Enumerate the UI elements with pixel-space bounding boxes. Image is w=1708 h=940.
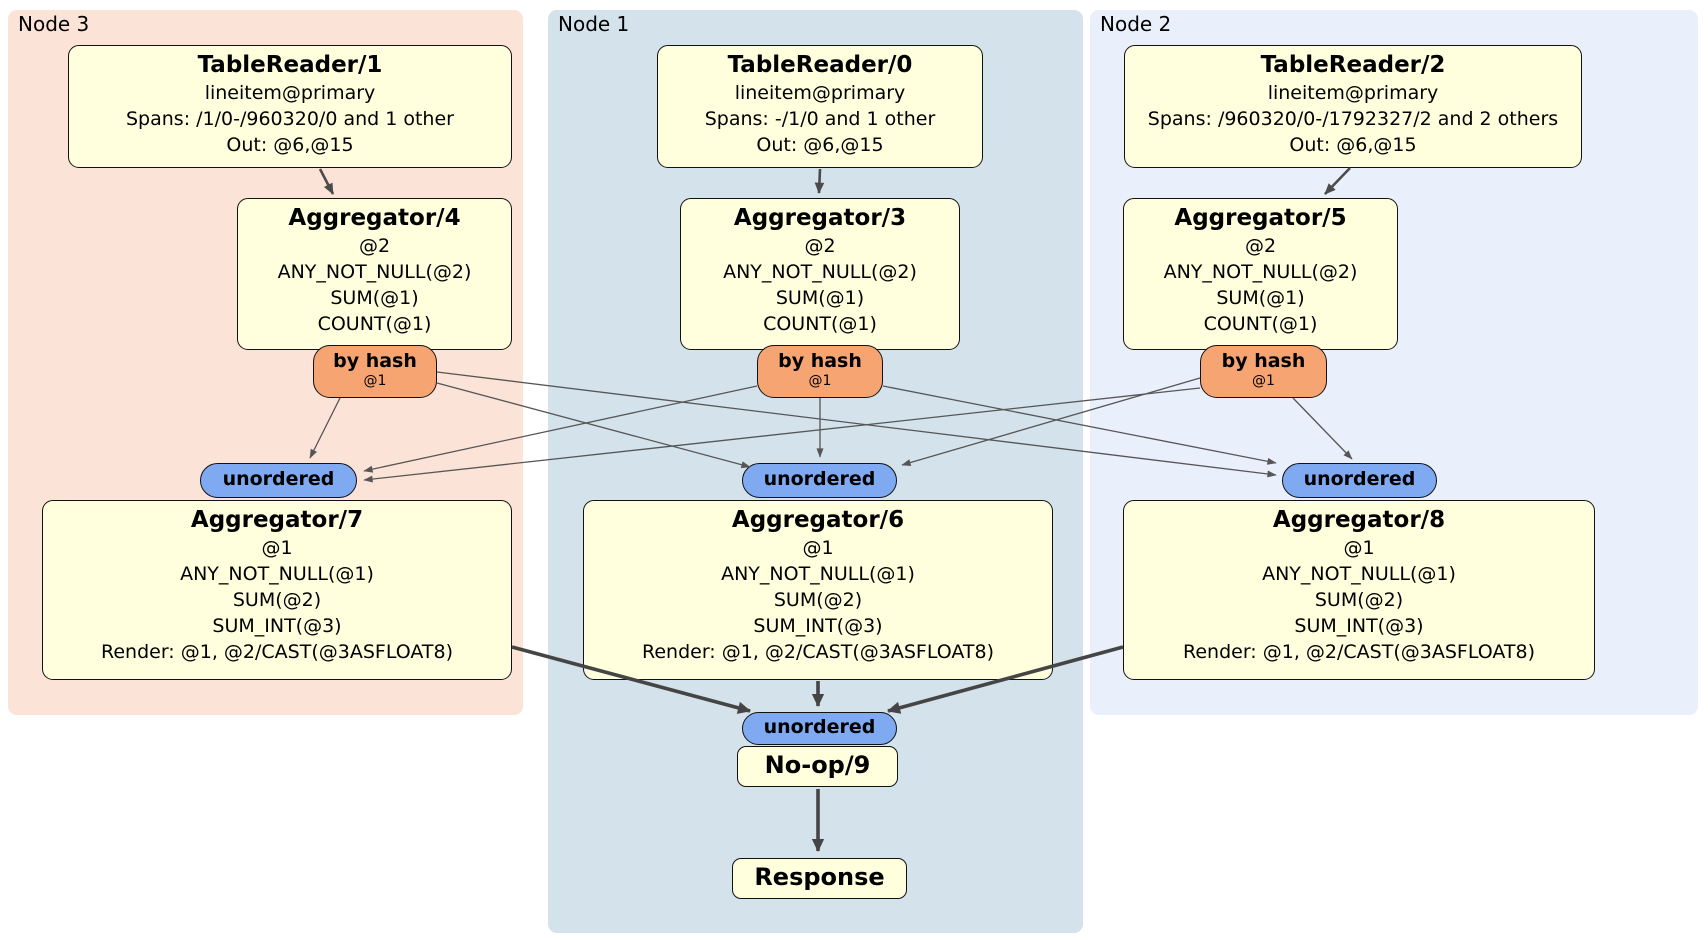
node-3-stage2-aggregator-box: Aggregator/7 @1 ANY_NOT_NULL(@1) SUM(@2)… [42,500,512,680]
processor-detail-line: @1 [261,537,293,559]
processor-detail-line: @1 [802,537,834,559]
processor-detail-line: @2 [804,235,836,257]
node-3-stage1-aggregator-box: Aggregator/4 @2 ANY_NOT_NULL(@2) SUM(@1)… [237,198,512,350]
processor-detail-line: ANY_NOT_NULL(@1) [1262,563,1456,585]
router-hash-key: @1 [808,373,832,389]
processor-title: TableReader/1 [197,52,383,78]
processor-detail-line: COUNT(@1) [1203,313,1318,335]
processor-detail-line: Spans: /1/0-/960320/0 and 1 other [126,108,454,130]
processor-detail-line: ANY_NOT_NULL(@1) [180,563,374,585]
processor-detail-line: Spans: /960320/0-/1792327/2 and 2 others [1147,108,1559,130]
response-box: Response [732,858,907,899]
processor-detail-line: SUM_INT(@3) [212,615,342,637]
node-3-table-reader-box: TableReader/1 lineitem@primary Spans: /1… [68,45,512,168]
processor-title: TableReader/2 [1260,52,1446,78]
processor-title: Aggregator/8 [1272,507,1446,533]
processor-detail-line: Render: @1, @2/CAST(@3ASFLOAT8) [101,641,453,663]
node-1-stage2-aggregator-box: Aggregator/6 @1 ANY_NOT_NULL(@1) SUM(@2)… [583,500,1053,680]
processor-title: Aggregator/5 [1174,205,1347,231]
processor-detail-line: Render: @1, @2/CAST(@3ASFLOAT8) [1183,641,1535,663]
router-label: by hash [333,350,417,372]
processor-detail-line: SUM(@1) [330,287,419,309]
processor-detail-line: lineitem@primary [204,82,376,104]
processor-detail-line: Spans: -/1/0 and 1 other [704,108,936,130]
node-2-hash-router-pill: by hash @1 [1200,345,1327,398]
processor-detail-line: SUM(@2) [773,589,863,611]
processor-detail-line: SUM(@2) [232,589,322,611]
processor-detail-line: @2 [1244,235,1277,257]
node-1-unordered-sync-pill: unordered [742,463,897,498]
processor-detail-line: Render: @1, @2/CAST(@3ASFLOAT8) [642,641,994,663]
processor-detail-line: lineitem@primary [1267,82,1439,104]
node-3-label: Node 3 [18,12,90,36]
processor-detail-line: SUM(@1) [775,287,865,309]
node-1-stage1-aggregator-box: Aggregator/3 @2 ANY_NOT_NULL(@2) SUM(@1)… [680,198,960,350]
node-2-unordered-sync-pill: unordered [1282,463,1437,498]
processor-detail-line: COUNT(@1) [317,313,432,335]
processor-detail-line: lineitem@primary [734,82,906,104]
processor-detail-line: @2 [358,235,391,257]
processor-title: Aggregator/6 [731,507,905,533]
processor-detail-line: COUNT(@1) [763,313,877,335]
router-label: by hash [778,350,862,372]
processor-detail-line: SUM(@1) [1216,287,1305,309]
router-label: by hash [1221,350,1306,372]
processor-detail-line: ANY_NOT_NULL(@2) [723,261,917,283]
processor-detail-line: Out: @6,@15 [226,134,354,156]
router-hash-key: @1 [363,373,387,389]
node-1-hash-router-pill: by hash @1 [757,345,883,398]
processor-title: TableReader/0 [727,52,913,78]
node-3-unordered-sync-pill: unordered [200,463,357,498]
processor-detail-line: ANY_NOT_NULL(@1) [721,563,915,585]
no-op-box: No-op/9 [737,746,898,787]
node-3-hash-router-pill: by hash @1 [313,345,437,398]
processor-title: Aggregator/4 [288,205,461,231]
router-hash-key: @1 [1252,373,1275,389]
processor-detail-line: ANY_NOT_NULL(@2) [1163,261,1358,283]
processor-detail-line: SUM_INT(@3) [1294,615,1424,637]
final-unordered-sync-pill: unordered [742,712,897,745]
node-2-table-reader-box: TableReader/2 lineitem@primary Spans: /9… [1124,45,1582,168]
processor-detail-line: Out: @6,@15 [1289,134,1417,156]
node-2-label: Node 2 [1100,12,1172,36]
node-2-stage1-aggregator-box: Aggregator/5 @2 ANY_NOT_NULL(@2) SUM(@1)… [1123,198,1398,350]
processor-detail-line: Out: @6,@15 [756,134,884,156]
node-2-stage2-aggregator-box: Aggregator/8 @1 ANY_NOT_NULL(@1) SUM(@2)… [1123,500,1595,680]
processor-detail-line: ANY_NOT_NULL(@2) [277,261,472,283]
processor-detail-line: SUM_INT(@3) [753,615,883,637]
processor-title: Aggregator/7 [190,507,364,533]
processor-detail-line: SUM(@2) [1314,589,1404,611]
node-1-table-reader-box: TableReader/0 lineitem@primary Spans: -/… [657,45,983,168]
processor-title: Aggregator/3 [733,205,907,231]
processor-detail-line: @1 [1343,537,1375,559]
node-1-label: Node 1 [558,12,630,36]
